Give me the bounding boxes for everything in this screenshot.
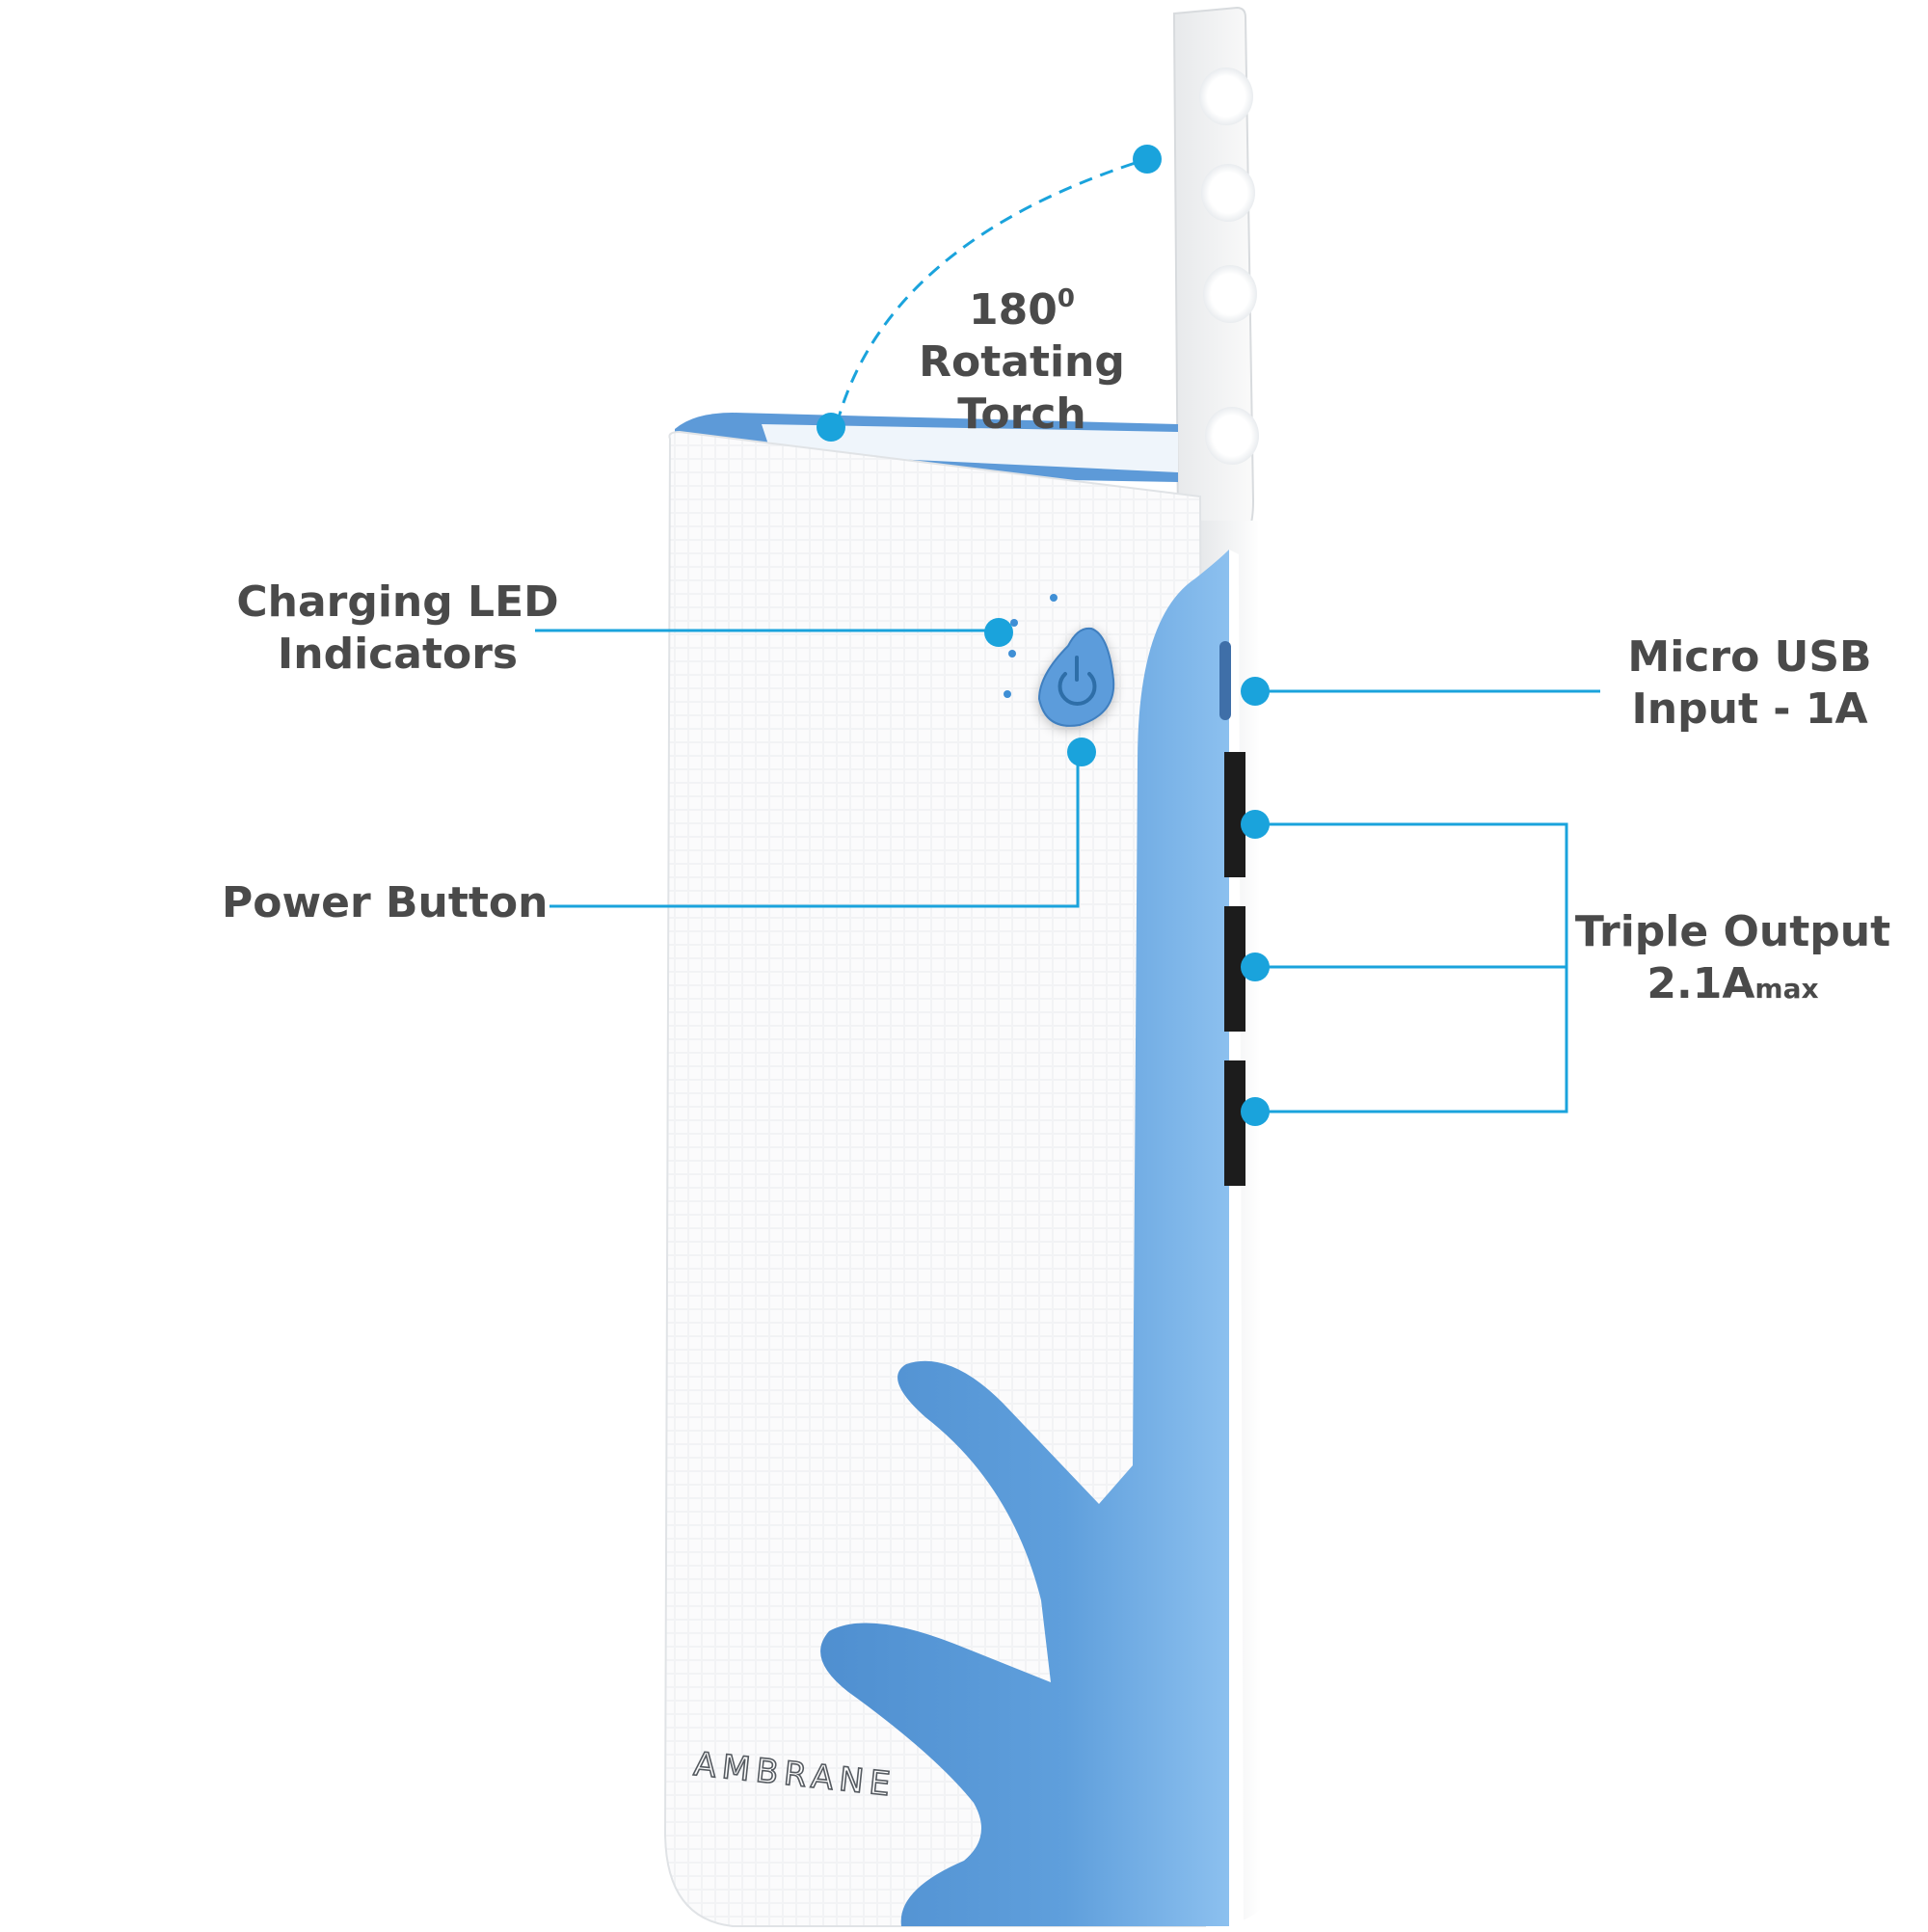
led-dot-3 [1008,650,1016,657]
led-label-line2: Indicators [277,630,519,679]
led-dot-2 [1010,619,1018,627]
led-label-line1: Charging LED [236,577,559,627]
power-callout-line [549,752,1080,908]
torch-led-1 [1199,67,1253,125]
led-dot-1 [1050,594,1058,602]
output-label-line1: Triple Output [1574,907,1891,956]
usb-port-3 [1224,1060,1245,1186]
torch-led-2 [1201,164,1255,222]
torch-label-line2: Rotating [919,337,1125,387]
usb-label: Micro USB Input - 1A [1605,631,1894,736]
callout-dots [817,145,1270,1126]
usb-port-2 [1224,906,1245,1032]
torch-label-line3: Torch [957,389,1086,439]
power-label: Power Button [222,877,549,929]
power-button [1037,627,1115,727]
led-dot-4 [1004,690,1011,698]
torch-led-4 [1205,407,1259,465]
power-label-line1: Power Button [222,878,549,927]
torch-label-degree-sup: 0 [1057,284,1075,313]
usb-label-line1: Micro USB [1627,632,1872,682]
output-label-max: max [1754,973,1819,1005]
usb-output-ports [1224,752,1245,1186]
led-label: Charging LED Indicators [231,577,564,681]
power-icon [1058,656,1097,706]
torch-led-3 [1203,265,1257,323]
rotating-torch [1173,6,1259,559]
usb-port-1 [1224,752,1245,877]
callout-lines [535,157,1600,1114]
usb-label-line2: Input - 1A [1631,684,1868,734]
charging-led-indicators [1004,594,1058,698]
micro-usb-port [1219,641,1231,720]
torch-label: 1800 Rotating Torch [897,273,1147,441]
output-label: Triple Output 2.1Amax [1566,906,1899,1015]
torch-label-degrees: 180 [969,285,1058,335]
torch-arc [835,157,1148,425]
output-label-current: 2.1A [1647,959,1755,1008]
